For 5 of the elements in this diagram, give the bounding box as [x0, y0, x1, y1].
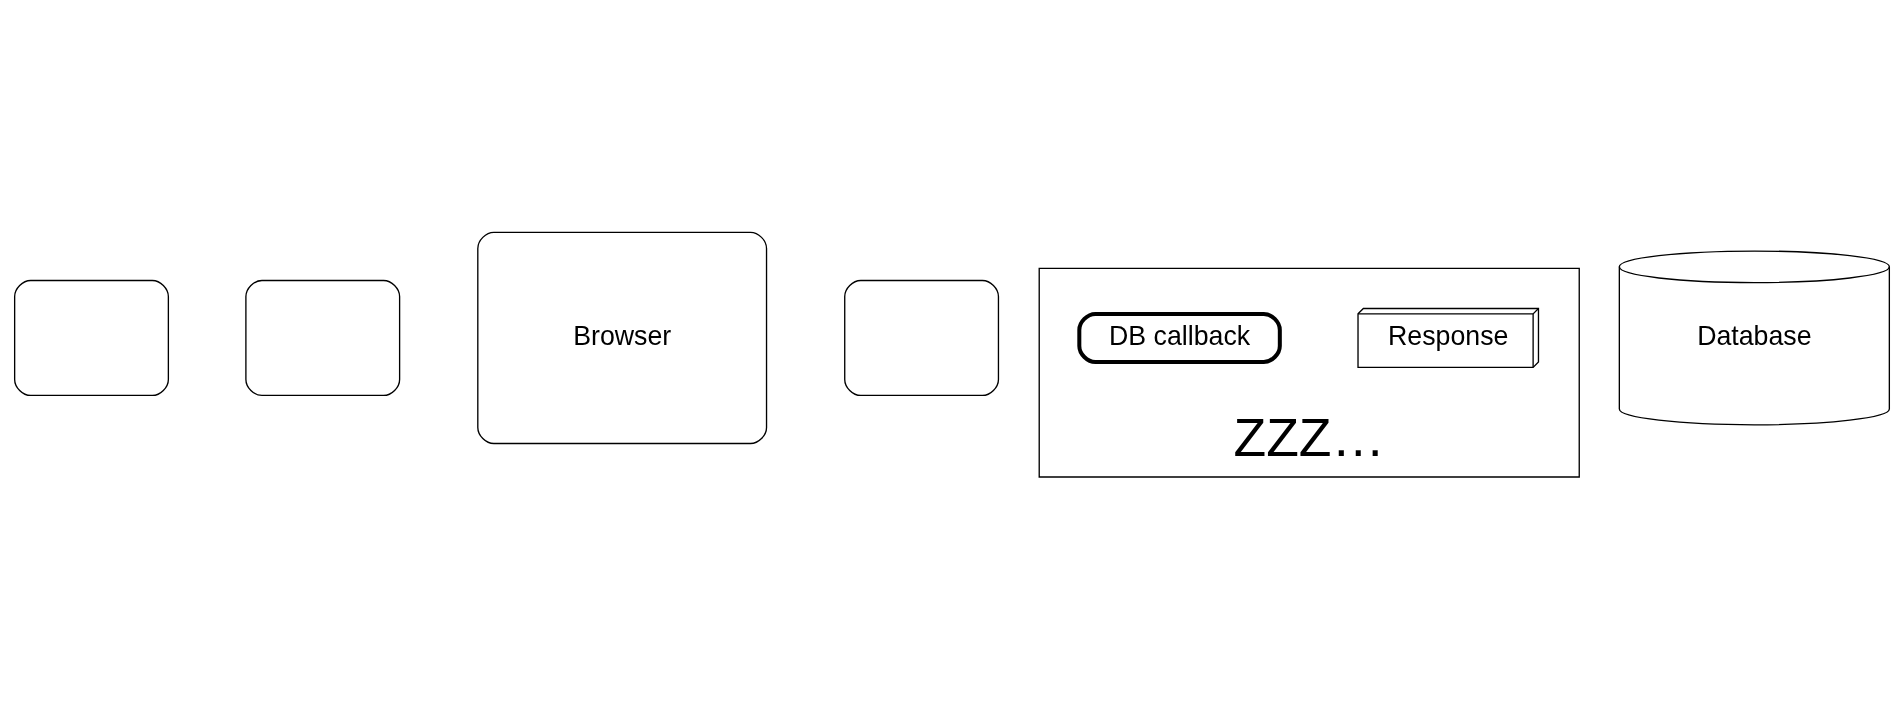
node-box: Browser — [477, 231, 768, 445]
node-box — [844, 279, 1000, 397]
node-box — [245, 279, 401, 397]
node-box: DB callback — [1077, 311, 1282, 364]
node-box — [14, 279, 170, 397]
